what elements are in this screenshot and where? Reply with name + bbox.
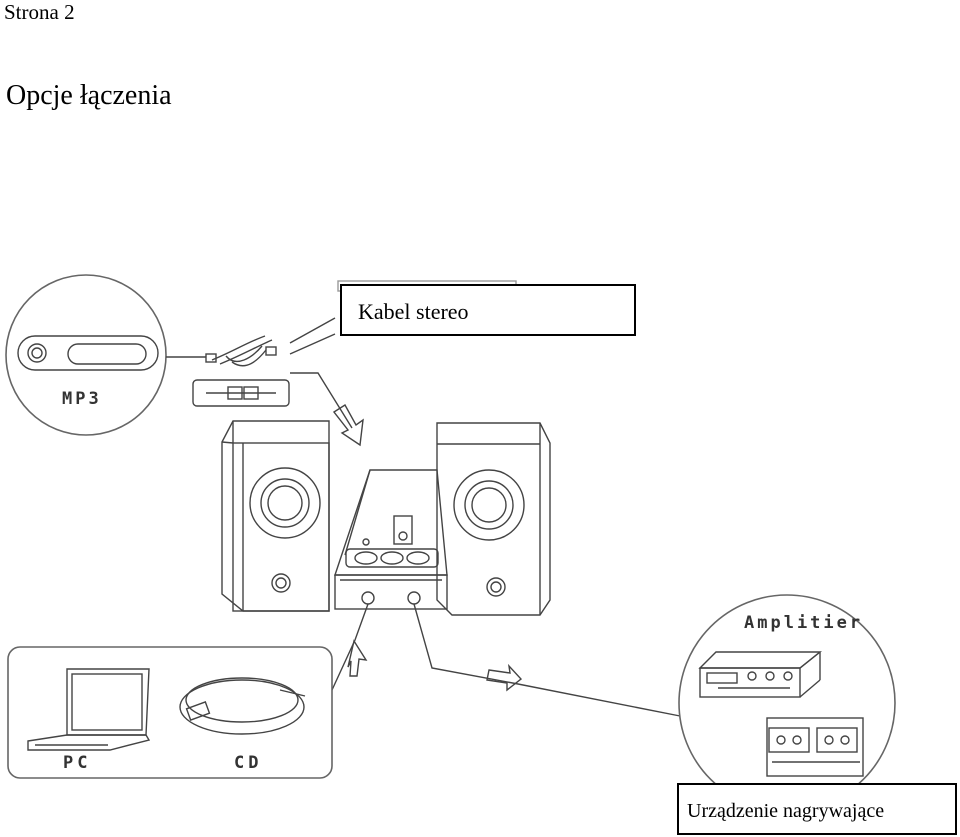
cd-label: CD xyxy=(234,753,262,773)
section-heading: Opcje łączenia xyxy=(6,80,172,111)
speaker-dock xyxy=(334,469,448,610)
recording-device-callout: Urządzenie nagrywające xyxy=(677,783,957,835)
cd-player-icon xyxy=(179,677,306,735)
amplifier-label: Amplitier xyxy=(744,613,863,633)
page-number: Strona 2 xyxy=(4,0,75,24)
right-speaker xyxy=(436,422,551,616)
pc-label: PC xyxy=(63,753,91,773)
stereo-cable-icon xyxy=(192,335,290,407)
stereo-cable-callout: Kabel stereo xyxy=(340,284,636,336)
pc-cd-source-box: PC CD xyxy=(7,646,333,779)
mp3-player-illustration: MP3 xyxy=(5,274,167,436)
amplifier-recorder-illustration: Amplitier xyxy=(678,594,896,812)
mp3-label: MP3 xyxy=(62,389,102,409)
laptop-icon xyxy=(27,668,151,751)
left-speaker xyxy=(221,420,330,612)
